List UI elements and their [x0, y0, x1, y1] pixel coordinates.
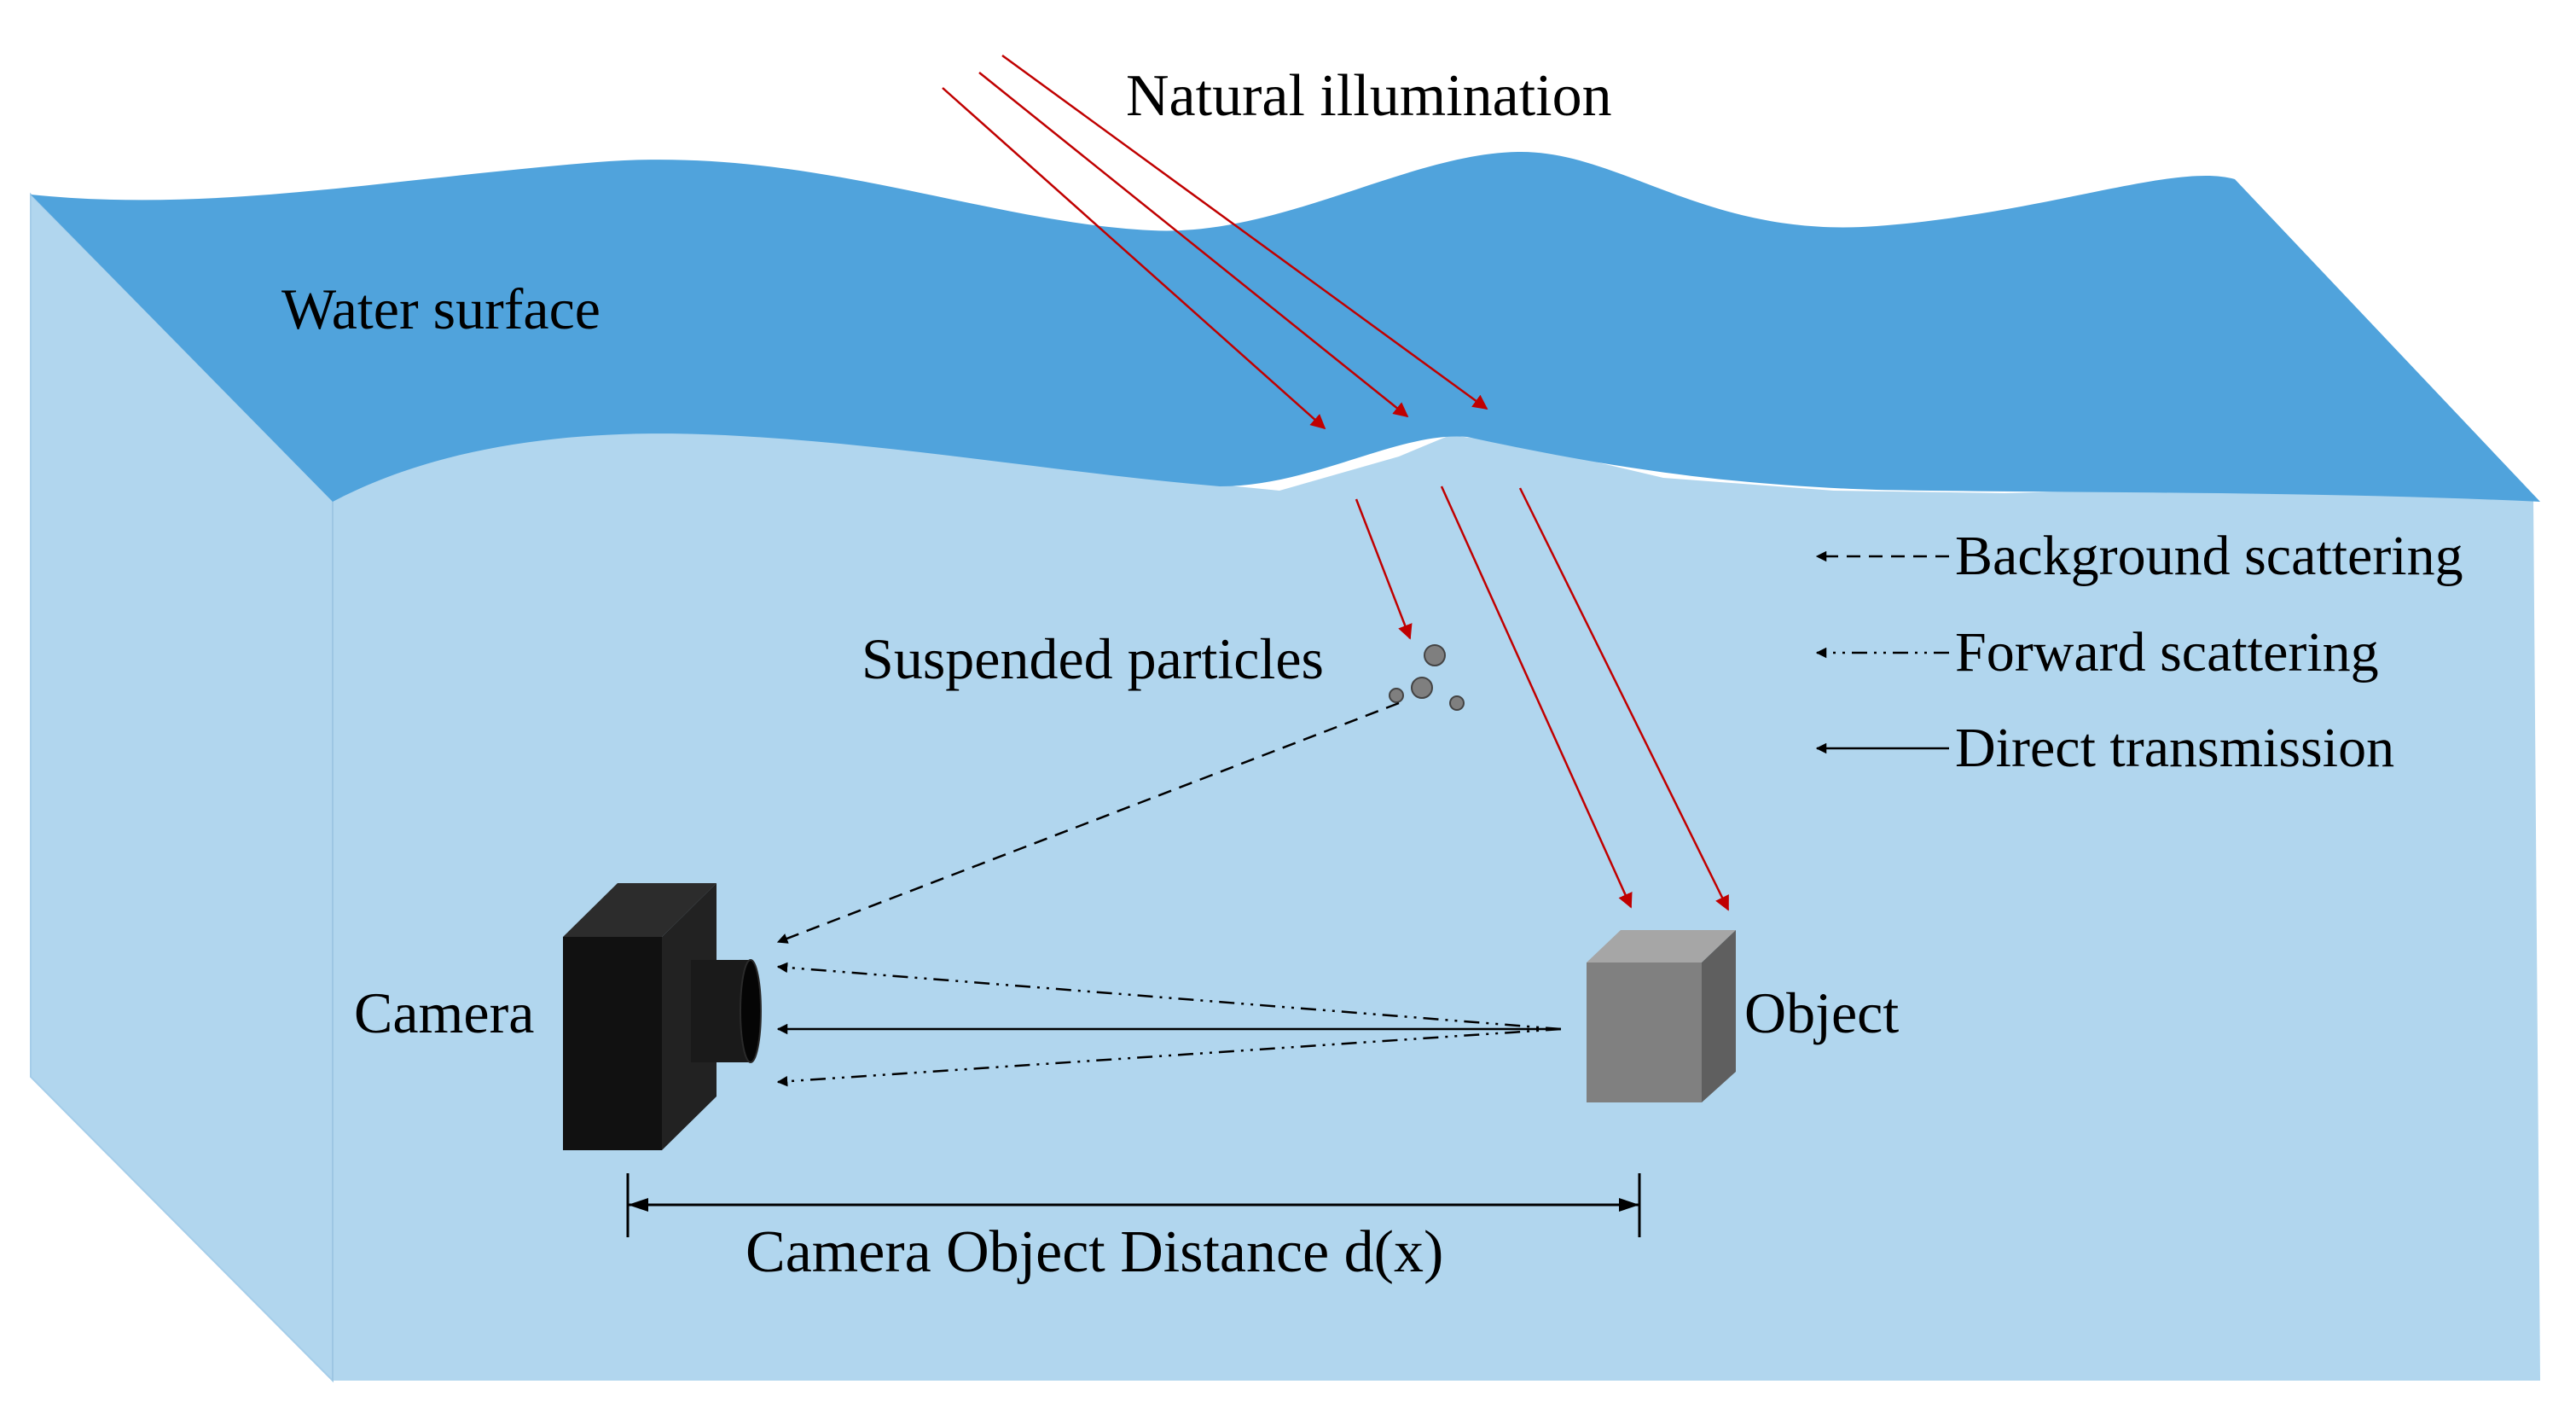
suspended-particles [1389, 644, 1465, 711]
legend-item-forward: Forward scattering [1815, 621, 2379, 683]
distance-label: Camera Object Distance d(x) [746, 1219, 1443, 1285]
distance-dimension [626, 1173, 1641, 1237]
legend: Background scattering Forward scattering… [1815, 525, 2463, 779]
legend-item-background: Background scattering [1815, 525, 2463, 587]
camera-icon [563, 883, 762, 1150]
forward-scatter-line-bottom [776, 1027, 1562, 1087]
forward-scatter-line-top [776, 962, 1562, 1031]
camera-label: Camera [354, 980, 534, 1045]
object-cube [1587, 930, 1736, 1102]
legend-label-background: Background scattering [1955, 525, 2463, 587]
natural-illumination-label: Natural illumination [1126, 63, 1612, 129]
legend-label-direct: Direct transmission [1955, 717, 2394, 779]
suspended-particles-label: Suspended particles [862, 626, 1324, 691]
water-body [333, 427, 2540, 1381]
water-surface-label: Water surface [281, 276, 600, 341]
water-surface-band [31, 151, 2540, 503]
illumination-rays [942, 54, 1730, 911]
legend-item-direct: Direct transmission [1815, 717, 2394, 779]
legend-label-forward: Forward scattering [1955, 621, 2379, 683]
object-label: Object [1744, 980, 1899, 1045]
